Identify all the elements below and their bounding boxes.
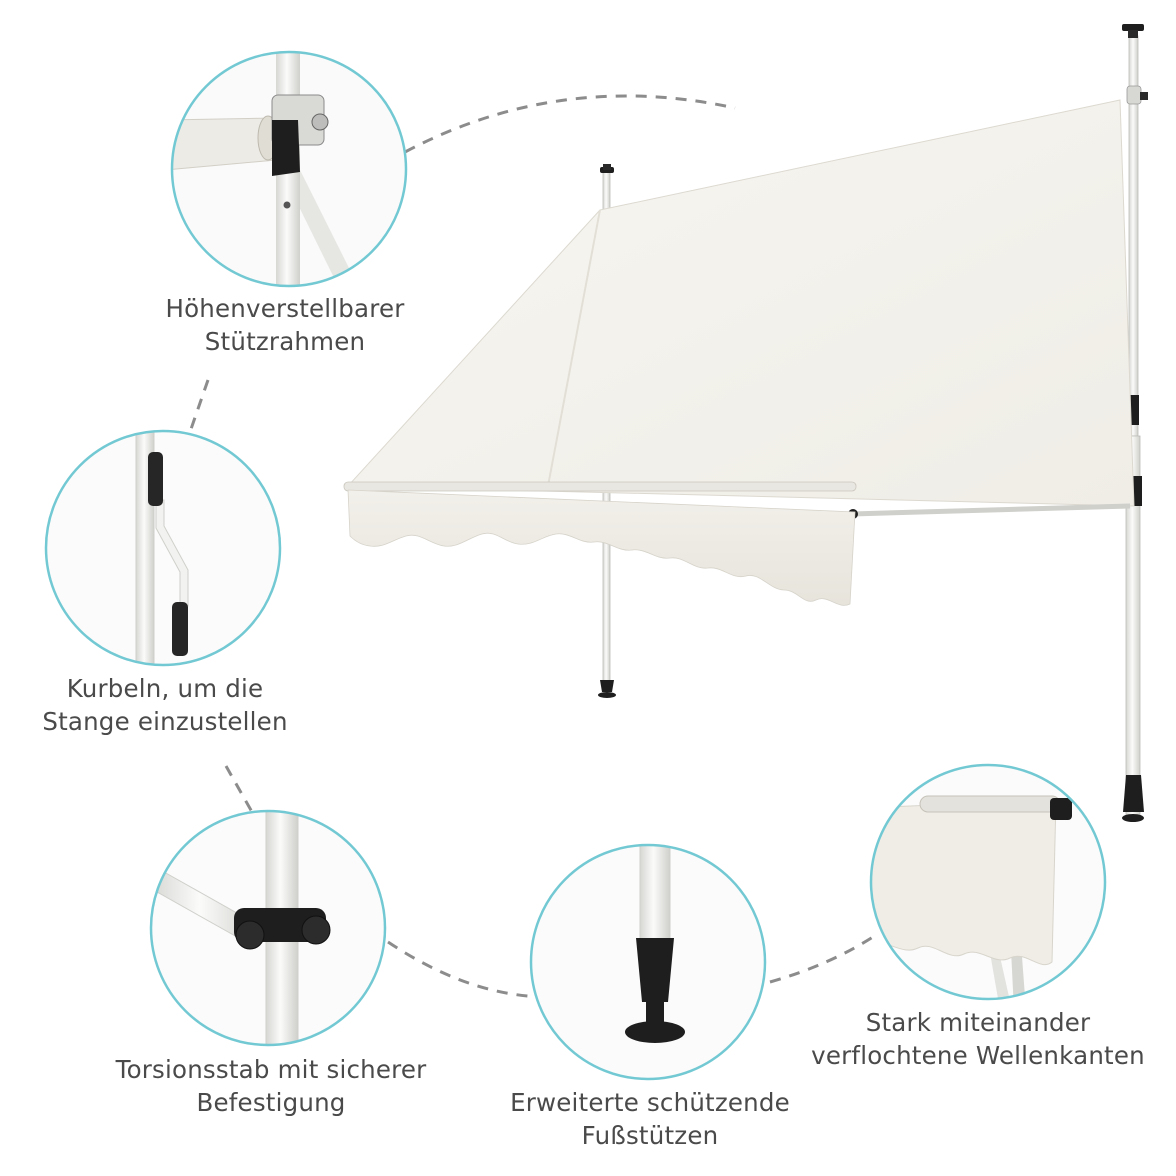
wavy-valance: [347, 489, 856, 606]
caption-adjustable-frame: Höhenverstellbarer Stützrahmen: [120, 292, 450, 358]
caption-torsion-line2: Befestigung: [196, 1088, 346, 1117]
detail-circle-crank: [44, 429, 282, 667]
connector-frame: [404, 94, 736, 154]
caption-frame-line1: Höhenverstellbarer: [165, 294, 405, 323]
detail-circle-frame: [170, 50, 408, 288]
detail-circle-torsion: [149, 809, 387, 1047]
connector-torsion: [224, 765, 254, 813]
caption-torsion-bar: Torsionsstab mit sicherer Befestigung: [76, 1053, 466, 1119]
caption-waves-line1: Stark miteinander: [865, 1008, 1091, 1037]
caption-crank-line2: Stange einzustellen: [42, 707, 288, 736]
connector-feet: [387, 940, 529, 998]
caption-waves-line2: verflochtene Wellenkanten: [811, 1041, 1145, 1070]
connector-crank: [188, 379, 210, 433]
caption-crank-line1: Kurbeln, um die: [66, 674, 264, 703]
detail-circle-waves: [869, 763, 1107, 1001]
roller-bar: [343, 481, 857, 492]
dashed-connectors: [188, 94, 877, 998]
connector-waves: [769, 933, 877, 984]
caption-torsion-line1: Torsionsstab mit sicherer: [115, 1055, 427, 1084]
caption-frame-line2: Stützrahmen: [204, 327, 366, 356]
caption-crank: Kurbeln, um die Stange einzustellen: [0, 672, 330, 738]
awning-main: [343, 24, 1148, 822]
support-arm: [851, 503, 1131, 517]
caption-feet-line2: Fußstützen: [581, 1121, 719, 1150]
caption-wave-edges: Stark miteinander verflochtene Wellenkan…: [780, 1006, 1176, 1072]
canopy-fabric: [346, 99, 1135, 507]
caption-protective-feet: Erweiterte schützende Fußstützen: [470, 1086, 830, 1152]
detail-circle-feet: [529, 843, 767, 1081]
caption-feet-line1: Erweiterte schützende: [510, 1088, 790, 1117]
right-pole: [1122, 24, 1148, 822]
